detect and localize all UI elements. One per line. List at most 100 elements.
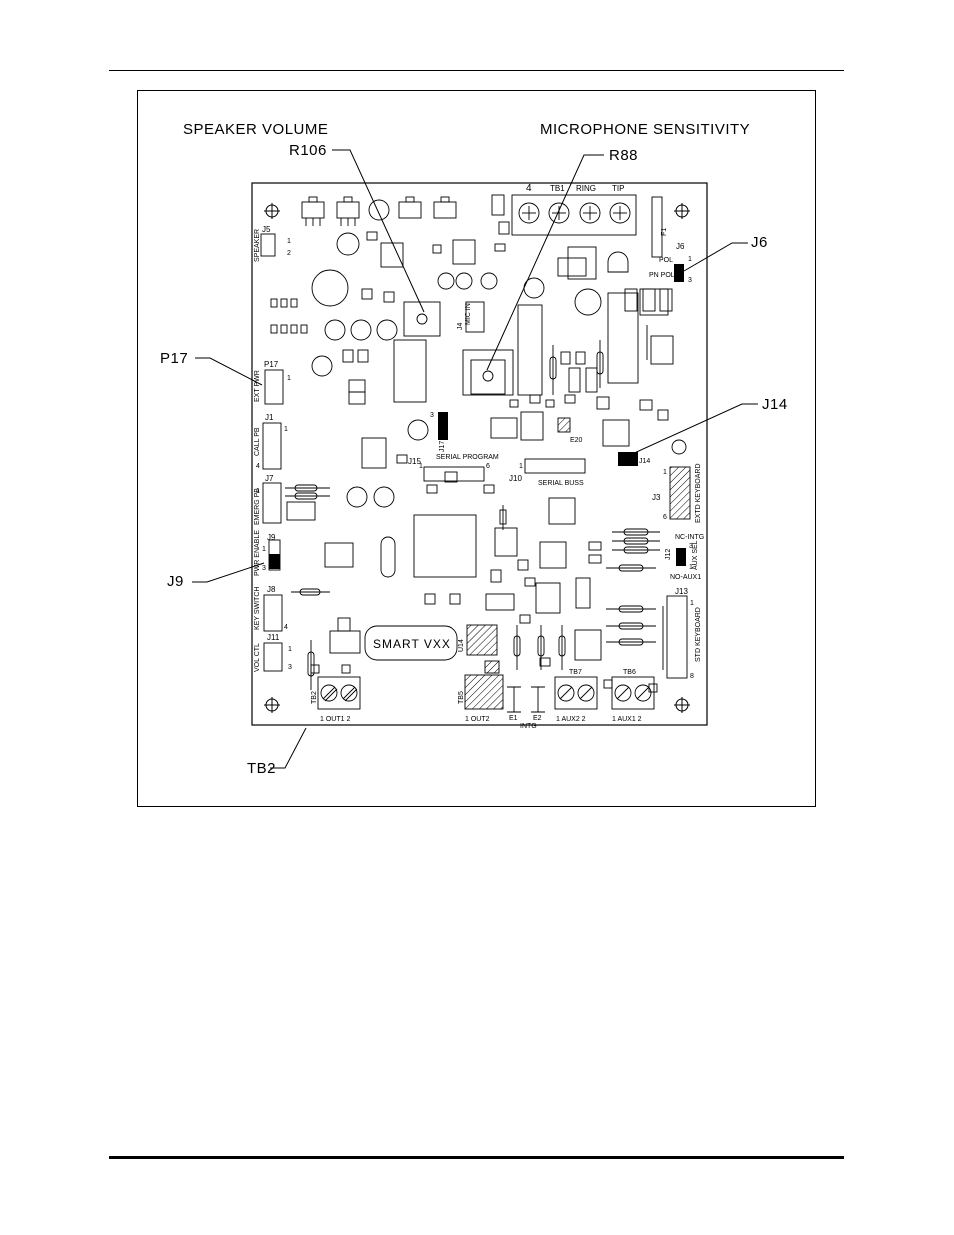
ext-pwr-label: EXT PWR	[254, 370, 261, 402]
e20-label: E20	[570, 437, 583, 444]
u14-label: U14	[458, 639, 465, 652]
pin-label: 4	[284, 624, 288, 631]
pin-label: 1	[519, 463, 523, 470]
j17-label: J17	[439, 441, 446, 452]
pin-label: 6	[663, 514, 667, 521]
j9-leader	[192, 562, 265, 583]
j10-header	[524, 458, 586, 474]
f1-label: F1	[661, 228, 668, 236]
pin-label: 1	[287, 238, 291, 245]
pin-label: 1	[663, 469, 667, 476]
serial-program-label: SERIAL PROGRAM	[436, 454, 499, 461]
j4-header	[465, 301, 485, 333]
pol-label: POL	[659, 257, 673, 264]
pin-label: 1	[688, 256, 692, 263]
r106-callout: R106	[289, 142, 327, 159]
j17-jumper	[438, 412, 448, 440]
j11-header	[263, 642, 283, 672]
j14-label: J14	[639, 458, 650, 465]
j9-header	[268, 539, 281, 571]
e1-label: E1	[509, 715, 518, 722]
j10-label: J10	[509, 474, 522, 483]
j14-leader	[629, 403, 758, 456]
pin-label: 3	[689, 543, 693, 550]
j12-jumper	[676, 548, 686, 566]
j14-jumper	[618, 452, 638, 466]
tb5-block	[464, 674, 504, 710]
aux2-label: 1 AUX2 2	[556, 716, 586, 723]
no-aux1-label: NO-AUX1	[670, 574, 701, 581]
pin-label: 3	[688, 277, 692, 284]
pin-label: 1	[284, 426, 288, 433]
j6-jumper	[674, 264, 684, 282]
r106-leader	[332, 149, 425, 313]
j5-header	[260, 233, 276, 257]
pn-pol-label: PN POL	[649, 272, 675, 279]
pin-label: 3	[430, 412, 434, 419]
pin-label: 1	[690, 600, 694, 607]
j8-header	[263, 594, 283, 632]
leader-lines	[192, 149, 758, 769]
pin-label: 2	[287, 250, 291, 257]
j6-leader	[683, 242, 748, 272]
ring-label: RING	[576, 184, 596, 193]
tb2-label: TB2	[311, 691, 318, 704]
pin-label: 1	[288, 646, 292, 653]
p17-leader	[195, 357, 263, 386]
emerg-pb-label: EMERG PB	[254, 488, 261, 525]
speaker-label: SPEAKER	[254, 229, 261, 262]
j7-header	[262, 482, 282, 524]
pin-label: 1	[287, 375, 291, 382]
j5-label: J5	[262, 225, 271, 234]
hatched-parts	[464, 417, 691, 710]
nc-intg-label: NC-INTG	[675, 534, 704, 541]
j13-label: J13	[675, 587, 688, 596]
p17-callout: P17	[160, 350, 188, 367]
p17-label: P17	[264, 360, 279, 369]
j11-label: J11	[267, 633, 280, 642]
out2-label: 1 OUT2	[465, 716, 490, 723]
mic-in-label: MIC IN	[465, 303, 472, 325]
aux-sel-label: AUX SEL	[692, 540, 699, 570]
tb7-label: TB7	[569, 669, 582, 676]
tip-label: TIP	[612, 184, 624, 193]
mounting-holes	[264, 203, 690, 713]
figure-frame	[137, 90, 816, 807]
tb6-label: TB6	[623, 669, 636, 676]
tb2-leader	[270, 727, 307, 769]
j4-label: J4	[457, 323, 464, 331]
j7-label: J7	[265, 474, 274, 483]
r88-leader	[486, 154, 604, 371]
pin-label: 1	[419, 463, 423, 470]
board-labels: 4 TB1 RING TIP J5 SPEAKER 1 2 P17 EXT PW…	[254, 183, 704, 730]
speaker-volume-title: SPEAKER VOLUME	[183, 121, 328, 138]
intg-label: INTG	[520, 723, 537, 730]
pin-label: 1	[256, 488, 260, 495]
j13-header	[666, 595, 688, 679]
j16-header	[485, 593, 515, 611]
j15-label: J15	[408, 457, 421, 466]
tb1-pin4-label: 4	[526, 183, 532, 194]
pwr-enable-label: PWR ENABLE	[254, 530, 261, 576]
serial-buss-label: SERIAL BUSS	[538, 480, 584, 487]
footer-rule	[109, 1156, 844, 1159]
header-rule	[109, 70, 844, 71]
tb1-label: TB1	[550, 184, 565, 193]
pin-label: 6	[486, 463, 490, 470]
smart-vxx-badge	[364, 625, 458, 661]
aux1-label: 1 AUX1 2	[612, 716, 642, 723]
call-pb-label: CALL PB	[254, 427, 261, 456]
e2-label: E2	[533, 715, 542, 722]
p17-header	[264, 369, 284, 405]
pin-label: 1	[262, 546, 266, 553]
j3-label: J3	[652, 493, 661, 502]
pin-label: 3	[288, 664, 292, 671]
j6-callout: J6	[751, 234, 768, 251]
j9-callout: J9	[167, 573, 184, 590]
tb5-label: TB5	[458, 691, 465, 704]
j1-header	[262, 422, 282, 470]
j8-label: J8	[267, 585, 276, 594]
j9-jumper	[269, 554, 280, 569]
j14-callout: J14	[762, 396, 788, 413]
